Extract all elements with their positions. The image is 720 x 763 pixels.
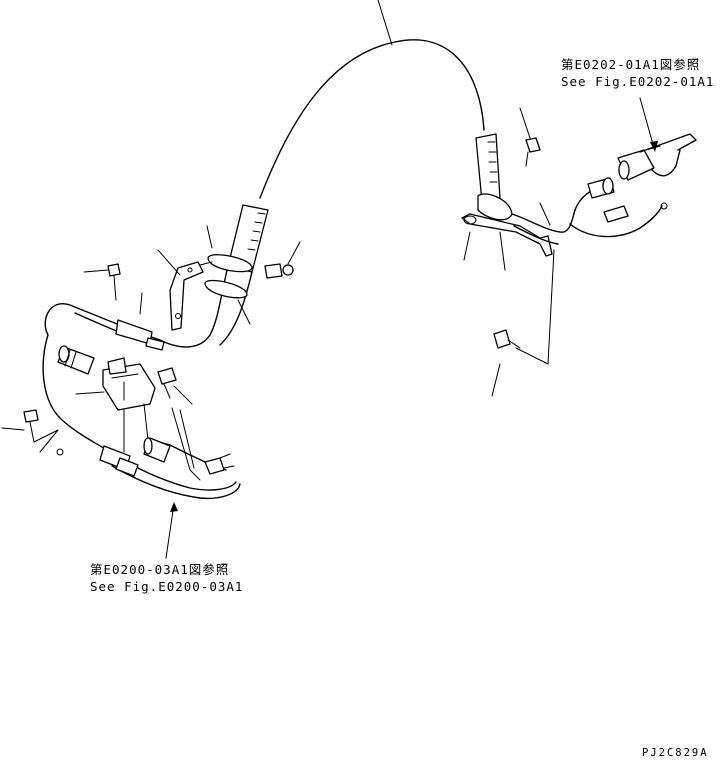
reference-lower-left-jp: 第E0200-03A1図参照 (90, 562, 230, 577)
left-bracket (169, 261, 204, 331)
lower-harness (42, 334, 241, 500)
bolt-right-upper (519, 107, 541, 167)
reference-lower-left-en: See Fig.E0200-03A1 (90, 579, 244, 594)
bolt-lower-left (1, 409, 64, 456)
left-harness-loop (44, 302, 165, 351)
bolt-upper-left (83, 263, 143, 315)
bolt-left-top (264, 241, 301, 279)
lower-reference-leader (165, 502, 178, 559)
main-cable-arc (259, 39, 485, 199)
upper-reference-leader (639, 97, 658, 152)
center-bracket (75, 357, 156, 453)
right-harness (569, 133, 697, 238)
reference-upper-right-en: See Fig.E0202-01A1 (561, 74, 715, 89)
reference-upper-right-jp: 第E0202-01A1図参照 (561, 57, 701, 72)
left-connector (57, 345, 95, 375)
leader-line (377, 0, 393, 46)
left-clamp (199, 254, 253, 299)
right-corrugated-tube (475, 133, 501, 203)
leader-line (206, 225, 213, 249)
leader-line (237, 299, 251, 325)
left-corrugated-tube (159, 204, 269, 348)
bolt-right-lower (491, 329, 521, 397)
leader-line (157, 249, 181, 276)
drawing-code: PJ2C829A (642, 747, 709, 759)
right-clamp (461, 193, 576, 365)
bolt-center (157, 367, 193, 405)
